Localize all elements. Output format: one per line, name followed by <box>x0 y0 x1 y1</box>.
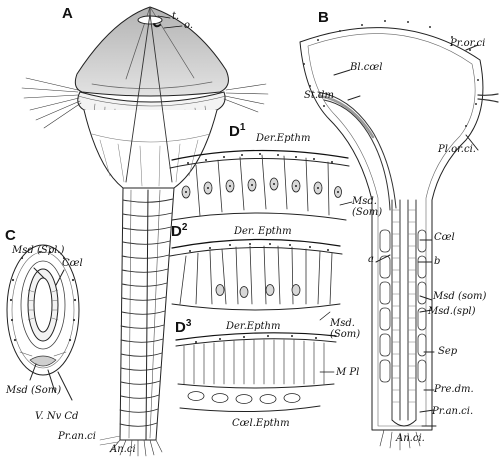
gut-lumen <box>34 278 52 332</box>
d3-epithelial-nuclei <box>188 392 300 404</box>
label-splanchnic-mesoderm-c: Msd (Spl.) <box>12 245 64 256</box>
panel-superscript: 3 <box>186 318 192 329</box>
figure-d3-tissue <box>176 333 336 412</box>
label-anal-cilia-b: An.ci. <box>396 433 425 444</box>
label-ventral-nerve-cord: V. Nv Cd <box>35 411 78 422</box>
label-septum: Sep <box>438 346 457 357</box>
panel-label-b: B <box>318 10 329 26</box>
section-outer-wall <box>300 28 483 430</box>
label-b: b <box>434 256 440 267</box>
label-somatic-mesoderm-d1-sub: (Som) <box>352 207 382 218</box>
label-dermal-epithelium-d2: Der. Epthm <box>234 226 292 237</box>
label-anal-cilia-a: An.ci <box>110 444 136 455</box>
d2-base <box>172 304 340 310</box>
d1-base <box>172 213 346 220</box>
label-somatic-mesoderm-d3-sub: (Som) <box>330 329 360 340</box>
d2-derm-outer <box>172 239 340 248</box>
panel-label-c: C <box>5 228 16 244</box>
panel-superscript: 1 <box>240 122 246 133</box>
label-pre-anal-cilia-b: Pr.an.ci. <box>432 406 473 417</box>
d3-derm-inner <box>176 339 336 346</box>
label-proctodaeum: Pre.dm. <box>434 384 474 395</box>
label-coelomic-epithelium: Cœl.Epthm <box>232 418 290 429</box>
figure-d2-tissue <box>170 239 342 320</box>
label-muscle-plate: M Pl <box>336 367 359 378</box>
panel-label-d3: D3 <box>175 316 191 336</box>
d2-nuclei <box>216 285 300 298</box>
label-stomodaeum: St.dm <box>304 90 334 101</box>
panel-superscript: 2 <box>182 222 188 233</box>
panel-label-a: A <box>62 6 73 22</box>
panel-letter: D <box>229 123 240 140</box>
label-coelom-b: Cœl <box>434 232 455 243</box>
d2-muscle-fibres <box>180 246 332 304</box>
label-dermal-epithelium-d3: Der.Epthm <box>226 321 280 332</box>
label-dermal-epithelium-d1: Der.Epthm <box>256 133 310 144</box>
label-somatic-mesoderm-c: Msd (Som) <box>6 385 61 396</box>
d3-muscle-fibres <box>184 340 324 384</box>
panel-letter: D <box>171 223 182 240</box>
cilia-right <box>224 84 268 112</box>
label-a: a <box>368 254 374 265</box>
d1-cell-walls <box>196 155 329 216</box>
panel-letter: D <box>175 319 186 336</box>
label-somatic-mesoderm-d1: Msd. <box>352 196 377 207</box>
label-splanchnic-mesoderm-b: Msd.(spl) <box>428 306 476 317</box>
label-coelom-c: Cœl <box>62 258 83 269</box>
label-ocellus: o. <box>184 20 193 31</box>
panel-label-d2: D2 <box>171 220 187 240</box>
d2-derm-inner <box>170 247 342 256</box>
label-pre-anal-cilia-c: Pr.an.ci <box>58 431 96 442</box>
label-somatic-mesoderm-d3: Msd. <box>330 318 355 329</box>
label-pre-oral-cilia: Pr.or.ci <box>450 38 485 49</box>
cilia-left <box>22 78 81 128</box>
panel-label-d1: D1 <box>229 120 245 140</box>
label-tentacle: t. <box>172 11 179 22</box>
label-post-oral-cilia: Pl.or.ci. <box>438 144 476 155</box>
label-somatic-mesoderm-b: Msd (som) <box>433 291 486 302</box>
label-blastocoel: Bl.cœl <box>350 62 382 73</box>
